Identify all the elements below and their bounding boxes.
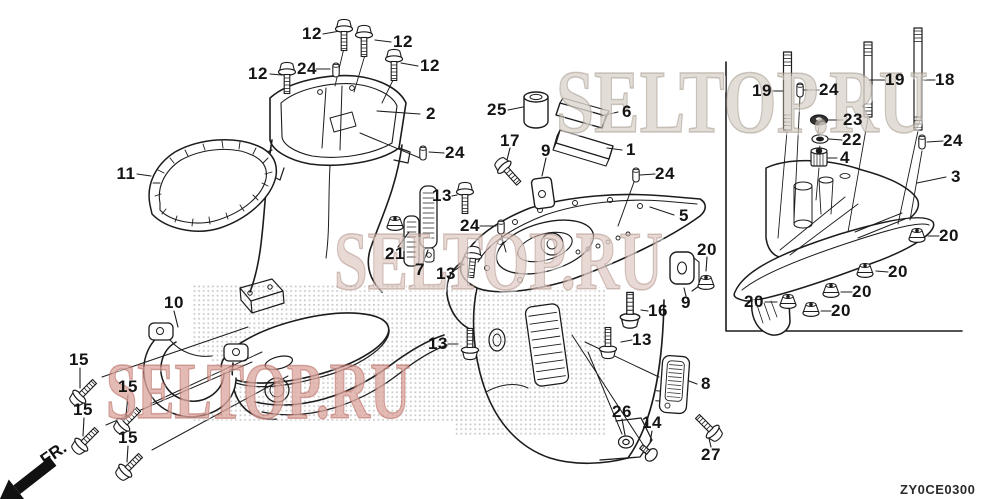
gear-case-part3	[733, 159, 935, 336]
inlet-cover-part10	[143, 322, 249, 418]
leader-lines	[79, 30, 947, 463]
extension-case-part2	[220, 74, 448, 421]
washer-part26	[617, 435, 635, 449]
rubber-spacers-part6-part1	[552, 97, 614, 167]
grille-part21-part7	[403, 185, 438, 267]
bushing-part4	[810, 147, 828, 167]
screw-part14	[639, 444, 658, 462]
mount-rubber-part9	[530, 176, 700, 292]
inset-box-border	[725, 61, 963, 332]
diagram-code: ZY0CE0300	[900, 482, 976, 497]
gear-case-part5	[446, 193, 707, 465]
grille-part8	[655, 354, 691, 415]
stud-bolts-18-19	[782, 27, 923, 131]
washer-part22	[811, 134, 829, 144]
seal-ring-part11	[148, 139, 278, 232]
grommet-part23	[809, 114, 829, 126]
bushing-part25	[523, 91, 549, 129]
